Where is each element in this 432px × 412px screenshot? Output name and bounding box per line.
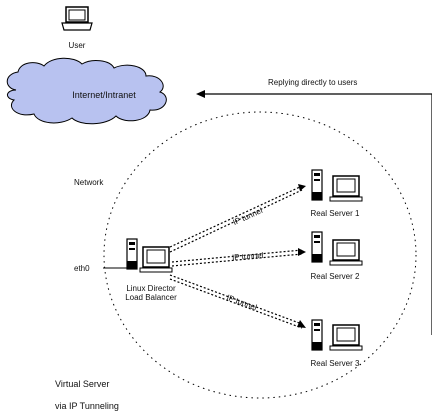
real-server-2-icon	[311, 231, 363, 266]
caption-line-1: Virtual Server	[55, 379, 110, 389]
load-balancer-title: Linux Director	[126, 284, 176, 293]
reply-arrowhead	[196, 90, 205, 98]
real-server-1-label: Real Server 1	[310, 209, 360, 218]
ip-tunnel-links	[169, 185, 303, 329]
real-server-2-label: Real Server 2	[310, 272, 360, 281]
network-boundary	[103, 111, 417, 399]
internet-cloud-icon	[6, 57, 167, 125]
real-server-1-icon	[311, 169, 363, 202]
reply-path	[205, 93, 432, 335]
user-laptop-icon	[61, 6, 93, 31]
load-balancer-icon	[126, 238, 173, 273]
load-balancer-label: Linux Director Load Balancer	[118, 284, 184, 302]
real-server-3-label: Real Server 3	[310, 359, 360, 368]
tunnel-arrowheads	[297, 184, 306, 328]
reply-label: Replying directly to users	[268, 78, 358, 87]
diagram-caption: Virtual Server via IP Tunneling	[55, 368, 119, 412]
cloud-label: Internet/Intranet	[72, 90, 136, 100]
user-label: User	[68, 41, 86, 50]
eth0-label: eth0	[74, 264, 90, 273]
real-server-3-icon	[311, 319, 363, 351]
load-balancer-subtitle: Load Balancer	[125, 293, 177, 302]
network-diagram	[6, 6, 432, 399]
network-label: Network	[74, 178, 104, 187]
